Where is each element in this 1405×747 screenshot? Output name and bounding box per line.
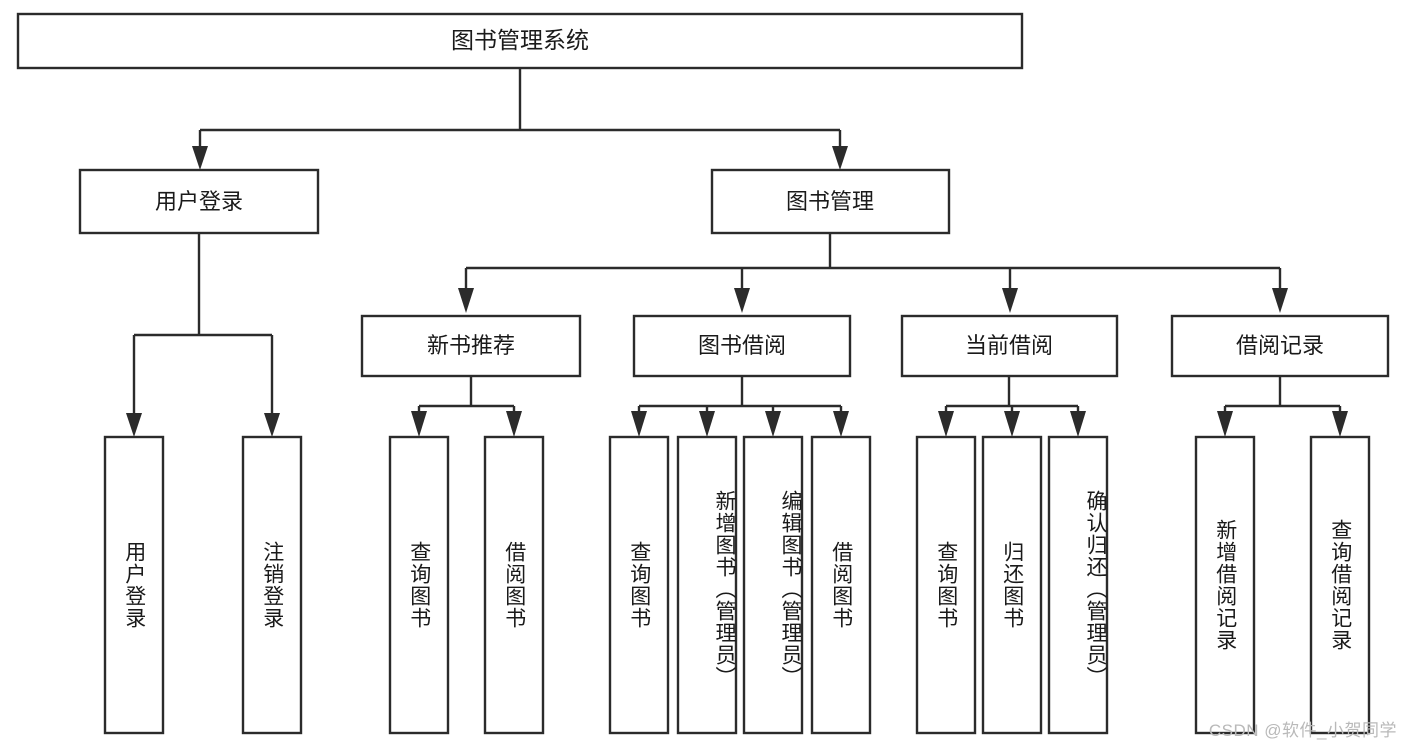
new-book-recommend-box[interactable]: [360, 314, 582, 378]
arrow-book-to-borrow-icon: [734, 288, 750, 313]
arrow-current-leaf2-icon: [1004, 411, 1020, 437]
book-borrow-label: 图书借阅: [698, 333, 786, 358]
leaf-box-return-book[interactable]: [981, 435, 1043, 735]
root-box[interactable]: [16, 12, 1024, 70]
leaf-box-query-book-3[interactable]: [915, 435, 977, 735]
arrow-root-to-book-icon: [832, 146, 848, 170]
user-login-label: 用户登录: [155, 189, 243, 214]
leaf-box-query-record[interactable]: [1309, 435, 1371, 735]
arrow-borrow-leaf2-icon: [699, 411, 715, 437]
arrow-record-leaf2-icon: [1332, 411, 1348, 437]
leaf-box-add-record[interactable]: [1194, 435, 1256, 735]
leaf-box-query-book-1[interactable]: [388, 435, 450, 735]
leaf-box-borrow-book-2[interactable]: [810, 435, 872, 735]
node-user-login[interactable]: 用户登录: [78, 168, 320, 235]
book-management-box[interactable]: [710, 168, 951, 235]
node-book-borrow[interactable]: 图书借阅: [632, 314, 852, 378]
node-current-borrow[interactable]: 当前借阅: [900, 314, 1119, 378]
borrow-record-box[interactable]: [1170, 314, 1390, 378]
leaf-box-logout[interactable]: [241, 435, 303, 735]
root-label: 图书管理系统: [451, 27, 589, 53]
arrow-user-leaf2-icon: [264, 413, 280, 437]
node-borrow-record[interactable]: 借阅记录: [1170, 314, 1390, 378]
node-root-system[interactable]: 图书管理系统: [16, 12, 1024, 70]
leaf-box-query-book-2[interactable]: [608, 435, 670, 735]
arrow-user-leaf1-icon: [126, 413, 142, 437]
arrow-book-to-newbook-icon: [458, 288, 474, 313]
arrow-borrow-leaf4-icon: [833, 411, 849, 437]
arrow-root-to-user-icon: [192, 146, 208, 170]
borrow-record-label: 借阅记录: [1236, 333, 1324, 358]
arrow-record-leaf1-icon: [1217, 411, 1233, 437]
arrow-book-to-current-icon: [1002, 288, 1018, 313]
watermark-text: CSDN @软件_小贺同学: [1208, 721, 1397, 740]
node-book-management[interactable]: 图书管理: [710, 168, 951, 235]
book-management-label: 图书管理: [786, 189, 874, 214]
new-book-recommend-label: 新书推荐: [427, 333, 515, 358]
node-new-book-recommend[interactable]: 新书推荐: [360, 314, 582, 378]
leaf-box-borrow-book-1[interactable]: [483, 435, 545, 735]
arrow-newbook-leaf2-icon: [506, 411, 522, 437]
leaf-box-confirm-return[interactable]: [1047, 435, 1109, 735]
book-borrow-box[interactable]: [632, 314, 852, 378]
arrow-borrow-leaf1-icon: [631, 411, 647, 437]
arrow-book-to-record-icon: [1272, 288, 1288, 313]
leaf-box-edit-book[interactable]: [742, 435, 804, 735]
current-borrow-label: 当前借阅: [965, 333, 1053, 358]
arrow-current-leaf3-icon: [1070, 411, 1086, 437]
arrow-borrow-leaf3-icon: [765, 411, 781, 437]
leaf-box-user-login[interactable]: [103, 435, 165, 735]
leaf-box-add-book[interactable]: [676, 435, 738, 735]
arrow-current-leaf1-icon: [938, 411, 954, 437]
current-borrow-box[interactable]: [900, 314, 1119, 378]
arrow-newbook-leaf1-icon: [411, 411, 427, 437]
